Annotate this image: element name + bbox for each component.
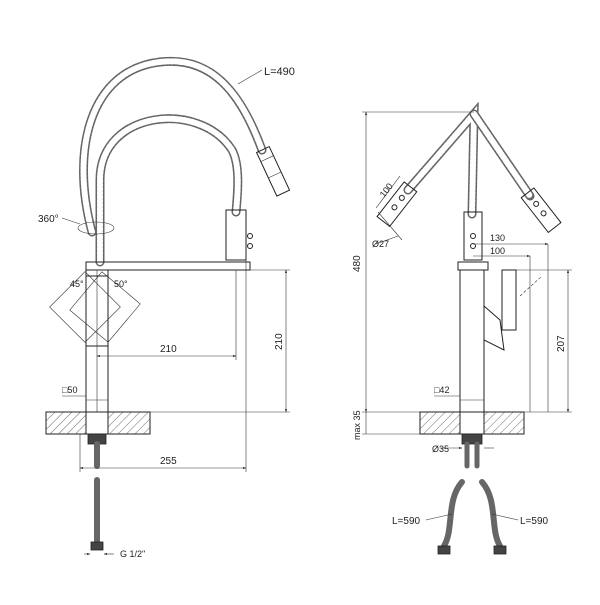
left-dimensions <box>61 69 290 556</box>
hose-right-label: L=590 <box>520 516 549 527</box>
left-hose-inner <box>95 114 243 267</box>
right-hose-right <box>469 109 535 201</box>
right-body-square-label: □42 <box>434 385 449 395</box>
thread-label: G 1/2" <box>120 549 145 559</box>
body-height-label: 210 <box>274 333 285 350</box>
hose-left-label: L=590 <box>392 516 421 527</box>
spout-reach-label: 210 <box>160 344 177 355</box>
left-spout-head <box>225 209 253 261</box>
right-head-left <box>376 181 418 228</box>
hose-length-label: L=490 <box>264 66 295 78</box>
head-diameter-label: Ø27 <box>372 239 389 249</box>
right-head-right <box>520 187 562 234</box>
rotation-indicator <box>77 221 115 235</box>
right-flex-hose-left <box>441 479 465 549</box>
right-lever <box>483 269 543 351</box>
dim-207-label: 207 <box>556 335 567 352</box>
right-body <box>459 269 485 413</box>
right-spout-head <box>463 211 483 261</box>
angle-right-label: 50° <box>114 279 128 289</box>
left-hose-head <box>255 145 291 197</box>
max-thickness-label: max 35 <box>352 410 362 440</box>
left-hose-outer <box>79 56 267 237</box>
overall-width-label: 255 <box>160 456 177 467</box>
dim-130-label: 130 <box>490 233 505 243</box>
left-view: L=490 360° 45° 50° 210 210 □50 255 G 1/2… <box>38 56 295 559</box>
overall-height-label: 480 <box>352 255 363 272</box>
right-hose-left <box>403 101 479 219</box>
hole-diameter-label: Ø35 <box>432 444 449 454</box>
rotation-label: 360° <box>38 214 59 225</box>
right-view: 100 Ø27 480 130 100 207 □42 max 35 Ø35 L… <box>352 101 572 555</box>
right-top-plate <box>457 261 489 271</box>
body-square-label: □50 <box>62 385 77 395</box>
right-dimensions <box>362 111 572 521</box>
angle-left-label: 45° <box>70 279 84 289</box>
left-lever-outline <box>49 271 141 347</box>
left-supply-hose-bottom <box>90 477 104 551</box>
right-flex-hose-right <box>479 479 503 549</box>
dim-100-label: 100 <box>490 246 505 256</box>
right-nut <box>461 433 483 445</box>
left-top-plate <box>85 261 251 271</box>
